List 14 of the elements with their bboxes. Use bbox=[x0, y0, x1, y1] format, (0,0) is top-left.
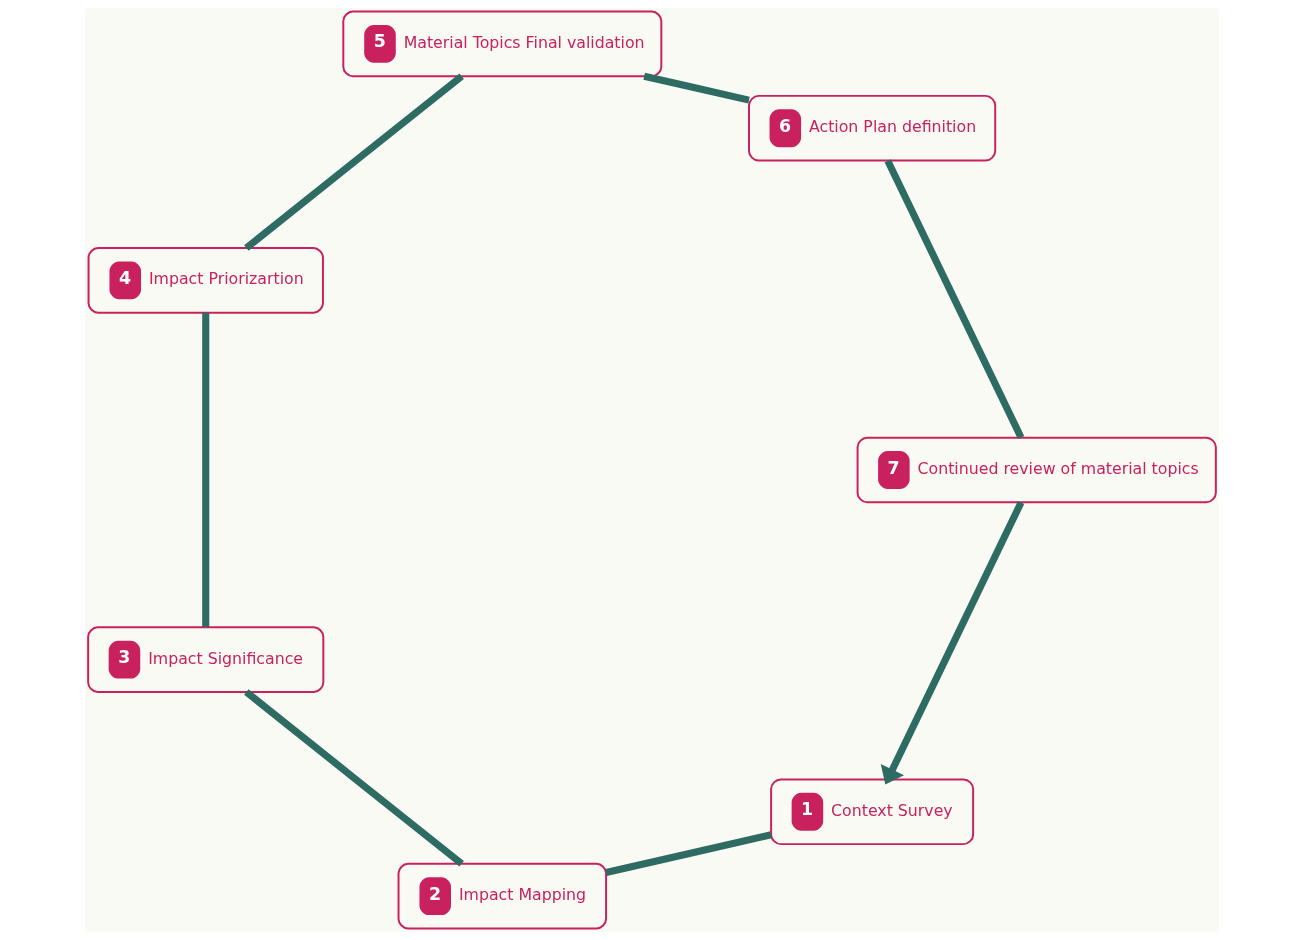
connector bbox=[884, 159, 1025, 440]
node-box: 3 Impact Significance bbox=[87, 626, 325, 693]
node-box: 6 Action Plan definition bbox=[748, 94, 997, 162]
arrow bbox=[880, 500, 1025, 785]
node-box: 1 Context Survey bbox=[770, 778, 975, 846]
connector bbox=[244, 73, 464, 251]
connector bbox=[244, 689, 464, 867]
node-box: 5 Material Topics Final validation bbox=[342, 10, 663, 78]
connector bbox=[605, 831, 772, 876]
node-box: 2 Impact Mapping bbox=[397, 862, 608, 930]
node-box: 7 Continued review of material topics bbox=[856, 436, 1217, 504]
node-box: 4 Impact Priorizartion bbox=[87, 247, 324, 314]
connector bbox=[643, 72, 750, 104]
connector bbox=[202, 312, 210, 627]
